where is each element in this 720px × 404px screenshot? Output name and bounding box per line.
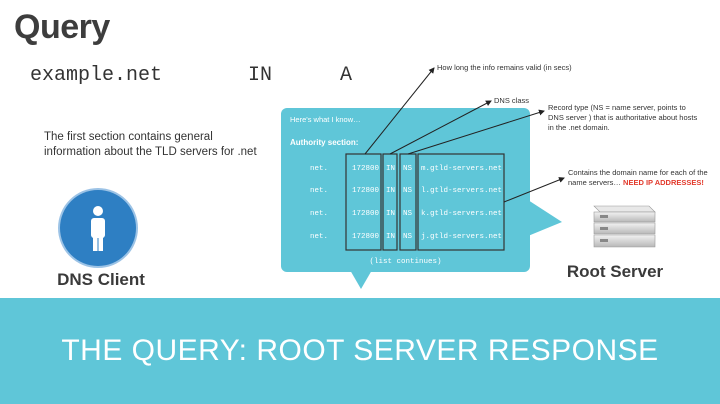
query-class: IN: [248, 64, 273, 87]
dns-client-node: [60, 190, 136, 266]
query-name: example.net: [30, 64, 163, 87]
record-ttl: 172800: [352, 233, 380, 241]
ttl-column-outline: [345, 153, 382, 251]
type-arrow: [407, 109, 545, 155]
root-server-label: Root Server: [566, 262, 664, 281]
record-ttl: 172800: [352, 187, 380, 195]
record-type: NS: [403, 233, 413, 241]
record-name: net.: [310, 187, 329, 195]
bubble-intro: Here's what I know…: [290, 115, 361, 124]
record-type: NS: [403, 210, 413, 218]
value-annotation: Contains the domain name for each of the…: [568, 168, 718, 188]
value-annotation-text: Contains the domain name for each of the…: [568, 168, 708, 187]
record-name: net.: [310, 210, 329, 218]
value-annotation-warning: NEED IP ADDRESSES!: [623, 178, 704, 187]
title-banner: [0, 298, 720, 404]
class-annotation: DNS class: [494, 96, 530, 105]
slide-title: Query: [14, 8, 110, 46]
value-arrow: [503, 177, 565, 203]
record-class: IN: [386, 165, 396, 173]
record-ttl: 172800: [352, 210, 380, 218]
record-class: IN: [386, 210, 396, 218]
record-ttl: 172800: [352, 165, 380, 173]
record-value: k.gtld-servers.net: [421, 210, 503, 218]
record-name: net.: [310, 165, 329, 173]
bubble-footer: (list continues): [281, 0, 530, 404]
record-type: NS: [403, 187, 413, 195]
record-class: IN: [386, 233, 396, 241]
banner-title: THE QUERY: ROOT SERVER RESPONSE: [61, 334, 659, 367]
record-value: l.gtld-servers.net: [421, 187, 503, 195]
type-annotation: Record type (NS = name server, points to…: [548, 103, 698, 132]
class-arrow: [389, 100, 492, 155]
dns-client-label: DNS Client: [57, 270, 145, 289]
person-icon: [91, 206, 105, 251]
record-value: m.gtld-servers.net: [421, 165, 503, 173]
record-name: net.: [310, 233, 329, 241]
ttl-annotation: How long the info remains valid (in secs…: [437, 63, 572, 72]
section-description: The first section contains general infor…: [44, 131, 257, 158]
record-class: IN: [386, 187, 396, 195]
list-continues-note: (list continues): [369, 258, 442, 266]
record-value: j.gtld-servers.net: [421, 233, 503, 241]
response-bubble: [281, 108, 530, 272]
query-type: A: [340, 64, 353, 87]
authority-section-heading: Authority section:: [290, 138, 359, 147]
record-type: NS: [403, 165, 413, 173]
ttl-arrow: [364, 67, 435, 155]
